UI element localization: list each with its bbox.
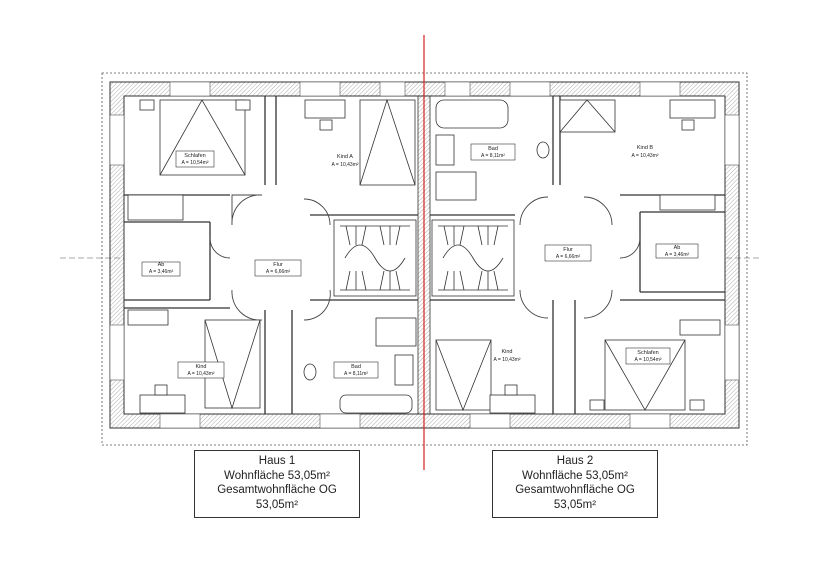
room-ab-2-area: A = 3,46m² <box>665 252 690 258</box>
room-schlafen-2-name: Schlafen <box>637 350 658 356</box>
room-flur-2-area: A = 6,66m² <box>556 254 581 260</box>
room-kind-a-area: A = 10,43m² <box>331 162 358 168</box>
room-flur-1-area: A = 6,66m² <box>266 269 291 275</box>
haus-1-gesamt-label: Gesamtwohnfläche OG <box>217 484 337 496</box>
room-labels: Schlafen A = 10,54m² Kind A A = 10,43m² … <box>141 143 699 379</box>
room-kind-1-area: A = 10,43m² <box>187 371 214 377</box>
room-kind-b-area: A = 10,43m² <box>631 153 658 159</box>
room-bad-2-area: A = 8,11m² <box>481 153 505 159</box>
haus-1-gesamt-value: 53,05m² <box>255 498 299 511</box>
room-kind-a-name: Kind A <box>337 154 353 160</box>
room-schlafen-1-name: Schlafen <box>184 153 205 159</box>
furniture <box>127 98 721 414</box>
haus-2-wohnflaeche: Wohnfläche 53,05m² <box>522 469 628 482</box>
room-kind-2-name: Kind <box>501 349 512 355</box>
room-kind-1-name: Kind <box>195 364 206 370</box>
staircase-haus2 <box>431 219 515 297</box>
room-schlafen-1-area: A = 10,54m² <box>181 160 208 166</box>
door-arcs <box>209 194 641 321</box>
room-bad-1-area: A = 8,11m² <box>344 371 368 377</box>
haus-1-wohnflaeche: Wohnfläche 53,05m² <box>224 469 330 482</box>
haus-1-name: Haus 1 <box>258 455 296 467</box>
haus-2-name: Haus 2 <box>556 455 594 467</box>
plot-boundary <box>101 72 748 446</box>
room-ab-2-name: Ab <box>674 245 681 251</box>
staircase-haus1 <box>333 219 417 297</box>
room-flur-2-name: Flur <box>563 247 573 253</box>
haus-2-gesamt-value: 53,05m² <box>553 498 597 511</box>
haus-2-summary-box: Haus 2 Wohnfläche 53,05m² Gesamtwohnfläc… <box>492 450 658 518</box>
room-kind-2-area: A = 10,43m² <box>493 357 520 363</box>
room-bad-1-name: Bad <box>351 364 361 370</box>
haus-1-summary-box: Haus 1 Wohnfläche 53,05m² Gesamtwohnfläc… <box>194 450 360 518</box>
haus-2-gesamt-label: Gesamtwohnfläche OG <box>515 484 635 496</box>
windows <box>109 81 740 429</box>
room-schlafen-2-area: A = 10,54m² <box>634 357 661 363</box>
room-ab-1-area: A = 3,46m² <box>149 269 174 275</box>
room-flur-1-name: Flur <box>273 262 283 268</box>
room-bad-2-name: Bad <box>488 146 498 152</box>
room-ab-1-name: Ab <box>158 262 165 268</box>
room-kind-b-name: Kind B <box>637 145 654 151</box>
